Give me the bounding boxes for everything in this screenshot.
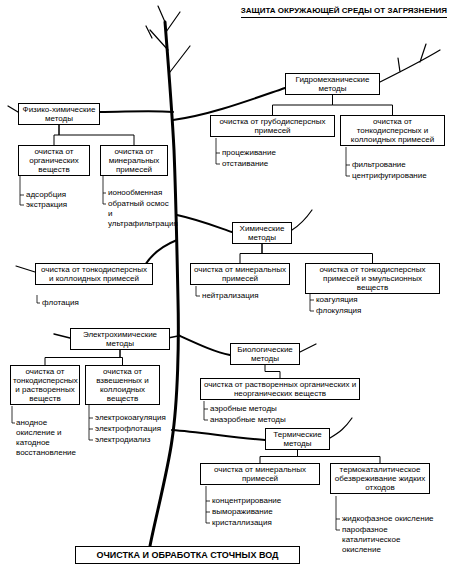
node-text: очистка от минеральных примесей bbox=[203, 465, 317, 483]
list-bracket bbox=[204, 401, 208, 420]
tree-twig bbox=[16, 266, 35, 272]
tree-connector bbox=[333, 95, 393, 115]
category-box: очистка от минеральных примесей bbox=[100, 145, 168, 176]
node-text: термокаталитическое обезвреживание жидки… bbox=[333, 465, 427, 492]
tree-twig bbox=[330, 418, 352, 438]
category-box: очистка от грубодисперсных примесей bbox=[210, 115, 335, 137]
list-bracket bbox=[20, 176, 24, 205]
tree-connector bbox=[59, 125, 134, 145]
diagram-title: ЗАЩИТА ОКРУЖАЮЩЕЙ СРЕДЫ ОТ ЗАГРЯЗНЕНИЯ bbox=[241, 6, 447, 18]
list-bracket bbox=[206, 486, 210, 523]
list-bracket bbox=[12, 406, 15, 423]
method-list-item: анаэробные методы bbox=[210, 415, 330, 425]
method-list-item: центрифугирование bbox=[352, 171, 447, 181]
method-box: Физико-химические методы bbox=[18, 103, 100, 125]
method-box: Гидромеханические методы bbox=[285, 73, 380, 95]
node-text: очистка от минеральных примесей bbox=[103, 147, 165, 174]
tree-connector bbox=[273, 95, 333, 115]
method-box: Электрохимические методы bbox=[70, 328, 170, 350]
method-list-item: электрокоагуляция bbox=[95, 413, 175, 423]
method-list-item: коагуляция bbox=[316, 295, 416, 305]
tree-branch bbox=[145, 240, 177, 265]
list-bracket bbox=[346, 147, 350, 176]
tree-connector bbox=[240, 244, 262, 263]
tree-connector bbox=[262, 244, 373, 263]
category-box: очистка от тонкодисперсных и коллоидных … bbox=[340, 115, 445, 146]
method-list-item: анодное окисление и катодное восстановле… bbox=[16, 418, 80, 458]
tree-twig bbox=[380, 44, 440, 82]
tree-trunk bbox=[150, 22, 178, 546]
node-text: Биологические методы bbox=[233, 345, 297, 363]
tree-connector bbox=[120, 350, 123, 365]
category-box: очистка от взвешенных и коллоидных вещес… bbox=[85, 365, 160, 405]
tree-twig bbox=[146, 6, 190, 72]
category-box: очистка от минеральных примесей bbox=[200, 463, 320, 485]
category-box: очистка от минеральных примесей bbox=[190, 263, 290, 285]
root-box: ОЧИСТКА И ОБРАБОТКА СТОЧНЫХ ВОД bbox=[75, 546, 300, 564]
tree-connector bbox=[45, 350, 120, 365]
node-text: Электрохимические методы bbox=[73, 330, 167, 348]
tree-connector bbox=[260, 450, 298, 463]
method-list-item: флокуляция bbox=[316, 306, 416, 316]
method-list-item: процеживание bbox=[222, 148, 322, 158]
method-list-item: обратный осмос и ультрафильтрация bbox=[108, 199, 174, 229]
method-list-item: нейтрализация bbox=[202, 291, 292, 301]
method-box: Химические методы bbox=[232, 222, 292, 244]
tree-illustration bbox=[8, 6, 440, 546]
method-list-item: отстаивание bbox=[222, 159, 322, 169]
tree-branch bbox=[172, 430, 265, 440]
node-text: очистка от органических веществ bbox=[21, 147, 87, 174]
node-text: очистка от взвешенных и коллоидных вещес… bbox=[88, 367, 157, 403]
method-list-item: вымораживание bbox=[212, 507, 312, 517]
tree-branch bbox=[100, 110, 173, 113]
method-list-item: концентрирование bbox=[212, 496, 312, 506]
list-brackets bbox=[12, 138, 350, 530]
node-text: очистка от тонкодисперсных и коллоидных … bbox=[343, 117, 442, 144]
method-list-item: электрофлотация bbox=[95, 424, 175, 434]
method-list-item: парофазное каталитическое окисление bbox=[342, 525, 437, 555]
list-bracket bbox=[216, 138, 220, 164]
node-text: Гидромеханические методы bbox=[288, 75, 377, 93]
method-list-item: ионообменная bbox=[108, 188, 174, 198]
node-text: очистка от растворенных органических и н… bbox=[203, 380, 357, 398]
method-list-item: аэробные методы bbox=[210, 404, 330, 414]
method-box: Термические методы bbox=[265, 428, 330, 450]
category-box: очистка от органических веществ bbox=[18, 145, 90, 176]
node-text: очистка от грубодисперсных примесей bbox=[213, 117, 332, 135]
method-list-item: электродиализ bbox=[95, 435, 175, 445]
node-text: Физико-химические методы bbox=[21, 105, 97, 123]
tree-connector bbox=[265, 365, 280, 378]
tree-branch bbox=[177, 215, 232, 232]
tree-branch bbox=[178, 335, 230, 355]
list-bracket bbox=[336, 496, 340, 530]
category-box: очистка от тонкодисперсных и коллоидных … bbox=[35, 263, 153, 285]
category-box: очистка от растворенных органических и н… bbox=[200, 378, 360, 400]
list-bracket bbox=[37, 295, 40, 303]
node-text: Химические методы bbox=[235, 224, 289, 242]
node-text: ОЧИСТКА И ОБРАБОТКА СТОЧНЫХ ВОД bbox=[79, 549, 296, 561]
method-list-item: флотация bbox=[42, 298, 122, 308]
list-bracket bbox=[103, 176, 106, 204]
method-list-item: адсорбция bbox=[26, 190, 86, 200]
node-text: очистка от тонкодисперсных и растворенны… bbox=[13, 367, 77, 403]
tree-twig bbox=[292, 210, 312, 230]
node-text: очистка от тонкодисперсных и коллоидных … bbox=[38, 265, 150, 283]
method-list-item: кристаллизация bbox=[212, 518, 312, 528]
list-bracket bbox=[196, 286, 200, 296]
category-box: термокаталитическое обезвреживание жидки… bbox=[330, 463, 430, 494]
method-list-item: экстракция bbox=[26, 200, 86, 210]
tree-connector bbox=[54, 125, 59, 145]
node-text: очистка от минеральных примесей bbox=[193, 265, 287, 283]
tree-connector bbox=[298, 450, 381, 463]
category-box: очистка от тонкодисперсных примесей и эм… bbox=[305, 263, 440, 294]
tree-twig bbox=[300, 344, 316, 352]
tree-twig bbox=[8, 106, 18, 112]
method-list-item: фильтрование bbox=[352, 160, 447, 170]
node-text: очистка от тонкодисперсных примесей и эм… bbox=[308, 265, 437, 292]
category-box: очистка от тонкодисперсных и растворенны… bbox=[10, 365, 80, 405]
node-text: Термические методы bbox=[268, 430, 327, 448]
method-box: Биологические методы bbox=[230, 343, 300, 365]
method-list-item: жидкофазное окисление bbox=[342, 514, 442, 524]
